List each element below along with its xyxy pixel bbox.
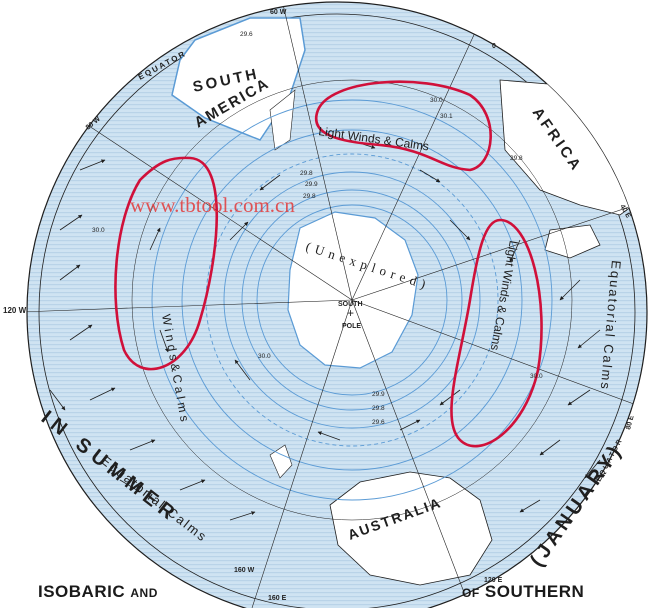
land-south-america-tip bbox=[269, 89, 296, 151]
isobar-label: 30.0 bbox=[92, 227, 105, 234]
caption-left-small: AND bbox=[130, 586, 158, 600]
label-m80e: 80 E bbox=[625, 414, 636, 430]
caption-left-big: ISOBARIC bbox=[38, 582, 126, 601]
label-pole-2: POLE bbox=[342, 323, 361, 330]
caption-right: OF SOUTHERN bbox=[462, 582, 584, 602]
pole-marker: + bbox=[347, 306, 354, 320]
isobar-label: 29.8 bbox=[303, 193, 316, 200]
isobar-label: 29.8 bbox=[510, 155, 523, 162]
label-pole-1: SOUTH bbox=[338, 301, 363, 308]
isobar-label: 30.0 bbox=[430, 97, 443, 104]
isobar-label: 29.8 bbox=[372, 405, 385, 412]
land-madagascar bbox=[544, 224, 601, 259]
isobar-label: 30.1 bbox=[440, 113, 453, 120]
label-m120e: 120 E bbox=[484, 577, 503, 584]
caption-right-small: OF bbox=[462, 586, 480, 600]
isobar-label: 29.9 bbox=[305, 181, 318, 188]
calm-zone-left bbox=[114, 156, 219, 371]
isobar-label: 30.0 bbox=[530, 373, 543, 380]
land-new-zealand bbox=[269, 444, 293, 479]
watermark-text: www.tbtool.com.cn bbox=[130, 193, 295, 217]
meridian-lines bbox=[27, 2, 647, 608]
land-australia bbox=[329, 471, 493, 586]
isobar-label: 30.0 bbox=[258, 353, 271, 360]
caption-left: ISOBARIC AND bbox=[38, 582, 158, 602]
latitude-lines bbox=[131, 79, 573, 521]
label-m60w: 60 W bbox=[270, 9, 287, 16]
isobar-label: 29.9 bbox=[372, 391, 385, 398]
label-m160e: 160 E bbox=[268, 595, 287, 602]
isobar-label: 29.8 bbox=[300, 170, 313, 177]
isobar-lines bbox=[151, 99, 553, 501]
outer-ring bbox=[38, 13, 636, 608]
isobar-label: 29.6 bbox=[372, 419, 385, 426]
caption-right-big: SOUTHERN bbox=[484, 582, 585, 601]
land-antarctica bbox=[287, 211, 419, 369]
label-m0: 0 bbox=[492, 43, 496, 50]
label-m120w: 120 W bbox=[3, 306, 27, 315]
wind-arrows bbox=[49, 139, 601, 521]
calm-zone-top bbox=[314, 80, 492, 172]
label-m160w: 160 W bbox=[234, 567, 255, 574]
calm-zones bbox=[114, 80, 543, 448]
isobar-label: 29.6 bbox=[240, 31, 253, 38]
calm-zone-right bbox=[450, 218, 543, 448]
